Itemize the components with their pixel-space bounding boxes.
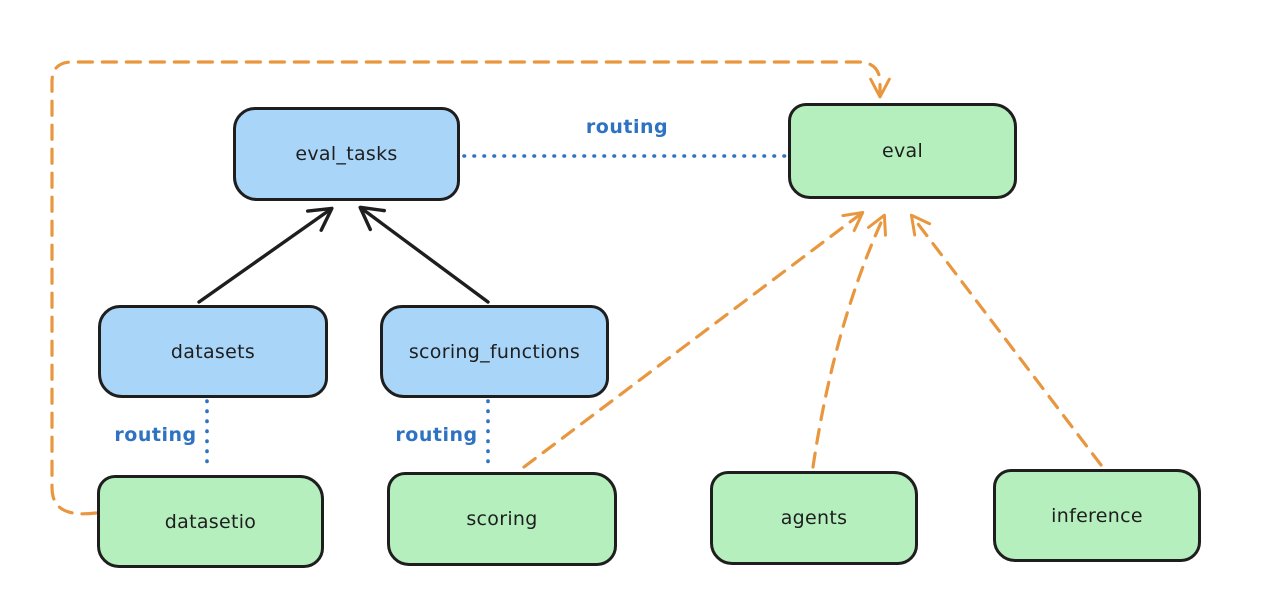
node-datasets: datasets	[98, 305, 328, 398]
node-scoring: scoring	[387, 472, 617, 566]
edge-label-routing-eval-tasks-eval: routing	[585, 116, 669, 138]
node-eval: eval	[788, 103, 1017, 199]
edge-scoring-functions-to-eval-tasks	[358, 205, 490, 304]
edge-datasetio-to-eval	[50, 60, 891, 516]
node-agents: agents	[710, 471, 918, 565]
edge-datasets-to-eval-tasks	[197, 206, 334, 304]
edge-inference-to-eval	[909, 213, 1103, 467]
node-inference-label: inference	[1051, 504, 1143, 527]
node-scoring-functions: scoring_functions	[380, 305, 609, 398]
node-scoring-functions-label: scoring_functions	[408, 340, 581, 363]
edge-agents-to-eval	[811, 213, 887, 469]
edge-label-routing-datasets-datasetio: routing	[114, 424, 197, 446]
edge-label-routing-scoring-functions-scoring: routing	[395, 424, 478, 446]
node-datasetio-label: datasetio	[164, 510, 257, 533]
node-inference: inference	[993, 469, 1201, 562]
node-eval-tasks-label: eval_tasks	[295, 143, 398, 165]
node-datasetio: datasetio	[97, 475, 324, 568]
node-eval-tasks: eval_tasks	[233, 107, 460, 201]
node-eval-label: eval	[881, 140, 924, 162]
node-datasets-label: datasets	[170, 340, 256, 363]
node-scoring-label: scoring	[466, 508, 538, 530]
node-agents-label: agents	[780, 507, 848, 529]
